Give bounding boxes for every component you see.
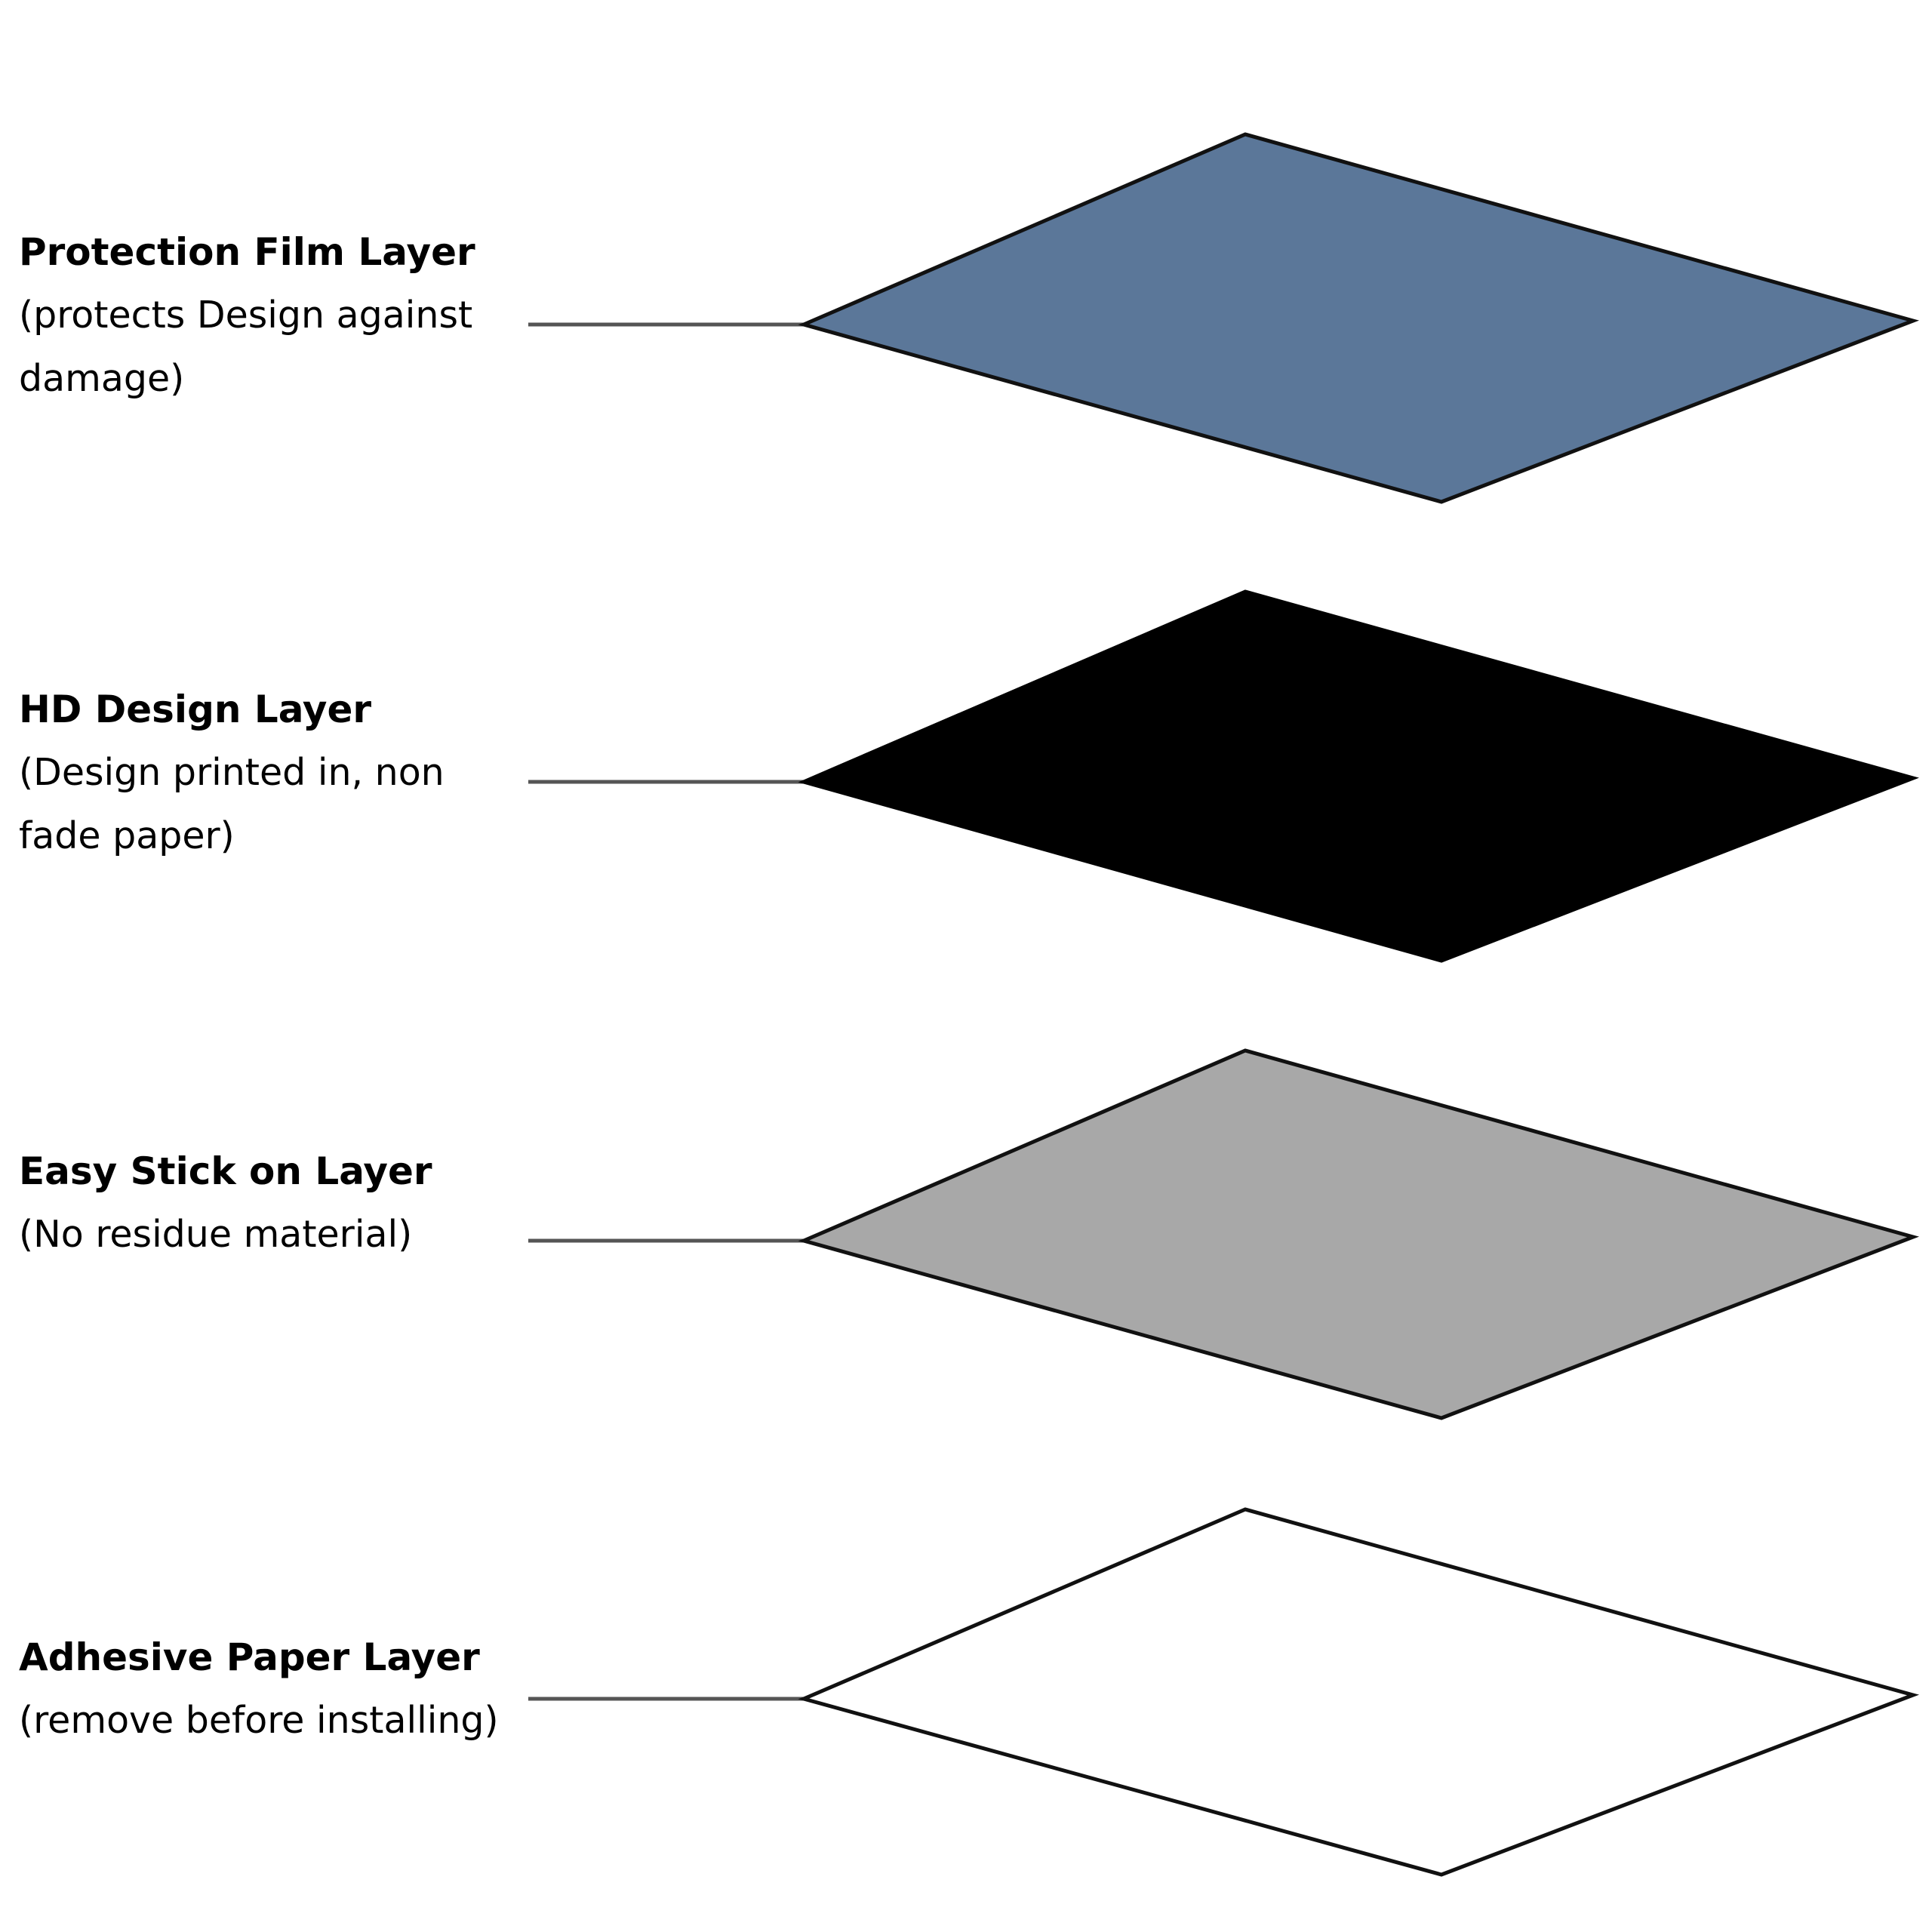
adhesive-paper-sheet bbox=[798, 1507, 1919, 1877]
protection-film-description: (protects Design against damage) bbox=[19, 294, 473, 400]
adhesive-paper-label: Adhesive Paper Layer (remove before inst… bbox=[19, 1626, 540, 1752]
layer-adhesive-paper: Adhesive Paper Layer (remove before inst… bbox=[0, 1377, 1932, 1877]
layer-protection-film: Protection Film Layer (protects Design a… bbox=[0, 0, 1932, 504]
layer-easy-stick: Easy Stick on Layer (No residue material… bbox=[0, 918, 1932, 1420]
adhesive-paper-description: (remove before installing) bbox=[19, 1699, 499, 1742]
hd-design-sheet bbox=[798, 589, 1919, 963]
easy-stick-sheet bbox=[798, 1048, 1919, 1420]
protection-film-label: Protection Film Layer (protects Design a… bbox=[19, 220, 540, 411]
protection-film-title: Protection Film Layer bbox=[19, 230, 475, 274]
protection-film-sheet bbox=[798, 132, 1919, 504]
easy-stick-description: (No residue material) bbox=[19, 1213, 413, 1256]
hd-design-diagram bbox=[528, 589, 1919, 963]
adhesive-paper-diagram bbox=[528, 1507, 1919, 1877]
protection-film-diagram bbox=[528, 132, 1919, 504]
hd-design-title: HD Design Layer bbox=[19, 688, 372, 731]
hd-design-label: HD Design Layer (Design printed in, non … bbox=[19, 678, 540, 868]
layer-hd-design: HD Design Layer (Design printed in, non … bbox=[0, 459, 1932, 963]
easy-stick-title: Easy Stick on Layer bbox=[19, 1149, 432, 1193]
easy-stick-diagram bbox=[528, 1048, 1919, 1420]
easy-stick-label: Easy Stick on Layer (No residue material… bbox=[19, 1140, 540, 1266]
hd-design-description: (Design printed in, non fade paper) bbox=[19, 751, 445, 857]
adhesive-paper-title: Adhesive Paper Layer bbox=[19, 1635, 480, 1679]
